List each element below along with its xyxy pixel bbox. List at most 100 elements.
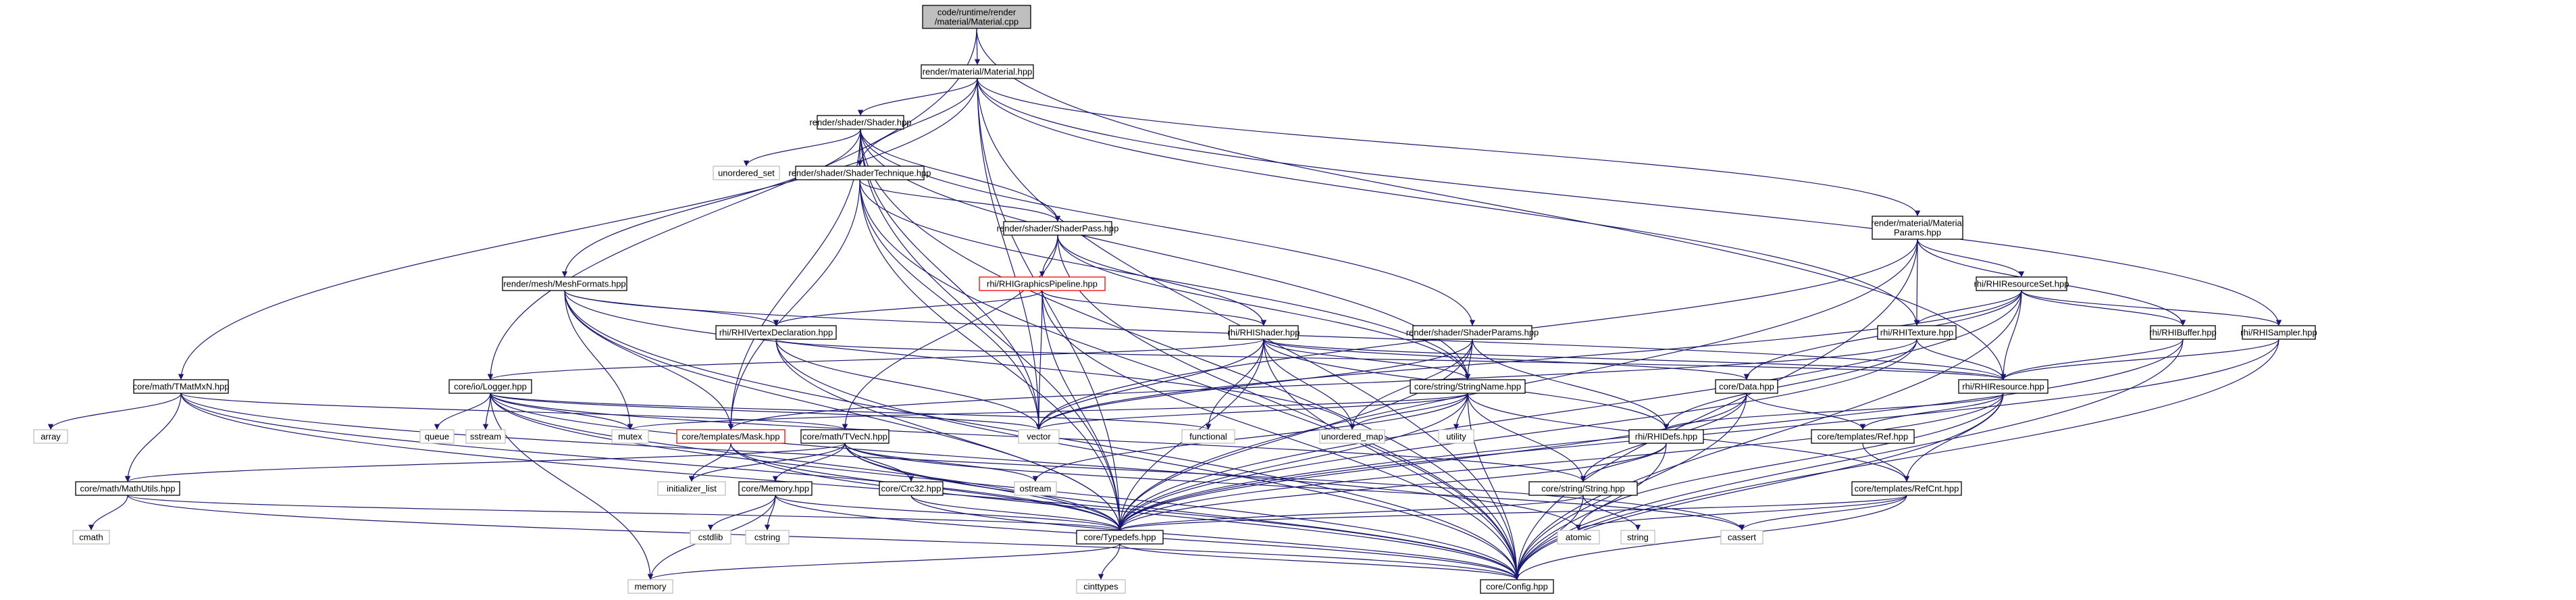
edge-gfxpipeline-to-vertexdecl bbox=[773, 290, 1043, 326]
node-typedefs[interactable]: core/Typedefs.hpp bbox=[1076, 530, 1164, 545]
node-label: core/templates/Ref.hpp bbox=[1818, 432, 1908, 442]
node-shaderparams[interactable]: render/shader/ShaderParams.hpp bbox=[1406, 325, 1539, 340]
node-logger[interactable]: core/io/Logger.hpp bbox=[448, 379, 532, 394]
node-label: core/math/MathUtils.hpp bbox=[80, 484, 176, 494]
node-ostream: ostream bbox=[1014, 481, 1057, 496]
node-stringname[interactable]: core/string/StringName.hpp bbox=[1410, 379, 1526, 394]
node-functional: functional bbox=[1181, 429, 1235, 444]
node-root[interactable]: code/runtime/render/material/Material.cp… bbox=[922, 5, 1031, 29]
node-label: memory bbox=[635, 582, 667, 592]
node-config[interactable]: core/Config.hpp bbox=[1480, 579, 1554, 594]
node-rhiresource[interactable]: rhi/RHIResource.hpp bbox=[1958, 379, 2049, 394]
node-label: core/math/TMatMxN.hpp bbox=[132, 382, 229, 392]
node-tvecn[interactable]: core/math/TVecN.hpp bbox=[800, 429, 890, 444]
node-data[interactable]: core/Data.hpp bbox=[1715, 379, 1778, 394]
edge-rhidefs-to-typedefs bbox=[1116, 443, 1667, 531]
edge-rhishader-to-config bbox=[1263, 339, 1520, 580]
edge-tvecn-to-ostream bbox=[844, 443, 1039, 482]
node-ref[interactable]: core/templates/Ref.hpp bbox=[1811, 429, 1915, 444]
node-rhidefs[interactable]: rhi/RHIDefs.hpp bbox=[1628, 429, 1704, 444]
node-box bbox=[715, 325, 837, 340]
node-rhibuffer[interactable]: rhi/RHIBuffer.hpp bbox=[2149, 325, 2217, 340]
edge-typedefs-to-cinttypes bbox=[1098, 543, 1120, 580]
edge-mathutils-to-config bbox=[127, 495, 1520, 580]
edge-rhiresource-to-rhidefs bbox=[1663, 393, 2004, 430]
node-box bbox=[1480, 579, 1554, 594]
node-crc32[interactable]: core/Crc32.hpp bbox=[879, 481, 944, 496]
node-label: rhi/RHIShader.hpp bbox=[1228, 328, 1300, 338]
edge-string_hpp-to-typedefs bbox=[1117, 495, 1584, 531]
node-material_hpp[interactable]: render/material/Material.hpp bbox=[921, 64, 1034, 79]
node-box bbox=[1528, 481, 1638, 496]
node-label: cmath bbox=[79, 532, 103, 543]
node-label: /material/Material.cpp bbox=[935, 17, 1019, 27]
edge-memory_hpp-to-typedefs bbox=[775, 495, 1123, 531]
node-shadertech[interactable]: render/shader/ShaderTechnique.hpp bbox=[788, 166, 931, 180]
edge-shaderparams-to-vector bbox=[1035, 339, 1473, 430]
node-cinttypes: cinttypes bbox=[1076, 579, 1126, 594]
node-box bbox=[745, 530, 790, 545]
edge-refcnt-to-config bbox=[1514, 495, 1907, 580]
edge-vertexdecl-to-typedefs bbox=[775, 339, 1123, 531]
node-label: functional bbox=[1189, 432, 1227, 442]
node-label: core/Memory.hpp bbox=[742, 484, 809, 494]
edge-stringname-to-string_hpp bbox=[1467, 393, 1587, 482]
edge-rhishader-to-data bbox=[1263, 339, 1749, 380]
node-label: core/templates/RefCnt.hpp bbox=[1855, 484, 1959, 494]
node-box bbox=[75, 481, 180, 496]
node-rhisampler[interactable]: rhi/RHISampler.hpp bbox=[2240, 325, 2317, 340]
node-rhishader[interactable]: rhi/RHIShader.hpp bbox=[1228, 325, 1300, 340]
node-vertexdecl[interactable]: rhi/RHIVertexDeclaration.hpp bbox=[715, 325, 837, 340]
edge-stringname-to-config bbox=[1467, 393, 1520, 580]
edge-tvecn-to-crc32 bbox=[844, 443, 915, 482]
node-tmatmxn[interactable]: core/math/TMatMxN.hpp bbox=[132, 379, 230, 394]
node-box bbox=[1715, 379, 1778, 394]
edge-tvecn-to-memory_hpp bbox=[772, 443, 846, 482]
node-init_list: initializer_list bbox=[657, 481, 726, 496]
node-shaderpass[interactable]: render/shader/ShaderPass.hpp bbox=[997, 221, 1119, 236]
node-box bbox=[922, 5, 1031, 29]
edge-gfxpipeline-to-vector bbox=[1035, 290, 1043, 430]
node-refcnt[interactable]: core/templates/RefCnt.hpp bbox=[1851, 481, 1962, 496]
node-string_hpp[interactable]: core/string/String.hpp bbox=[1528, 481, 1638, 496]
node-mask[interactable]: core/templates/Mask.hpp bbox=[676, 429, 785, 444]
node-box bbox=[795, 166, 925, 180]
node-label: initializer_list bbox=[667, 484, 717, 494]
edge-rhiresource-to-ref bbox=[1859, 393, 2004, 430]
node-queue: queue bbox=[419, 429, 455, 444]
node-gfxpipeline[interactable]: rhi/RHIGraphicsPipeline.hpp bbox=[979, 276, 1106, 291]
node-box bbox=[1410, 379, 1526, 394]
node-shader_hpp[interactable]: render/shader/Shader.hpp bbox=[809, 115, 912, 130]
node-memory_hpp[interactable]: core/Memory.hpp bbox=[738, 481, 813, 496]
node-box bbox=[1076, 530, 1164, 545]
node-label: core/Data.hpp bbox=[1719, 382, 1774, 392]
edge-tmatmxn-to-typedefs bbox=[180, 393, 1123, 531]
node-resourceset[interactable]: rhi/RHIResourceSet.hpp bbox=[1974, 276, 2069, 291]
node-label: core/Typedefs.hpp bbox=[1084, 532, 1156, 543]
node-box bbox=[713, 166, 780, 180]
node-label: unordered_map bbox=[1321, 432, 1383, 442]
edge-material_hpp-to-typedefs bbox=[977, 78, 1123, 531]
node-mutex: mutex bbox=[611, 429, 649, 444]
edge-rhitexture-to-rhiresource bbox=[1916, 339, 2007, 380]
edge-tvecn-to-mathutils bbox=[125, 443, 846, 482]
node-box bbox=[817, 115, 904, 130]
node-label: ostream bbox=[1020, 484, 1052, 494]
edge-shader_hpp-to-shaderparams bbox=[860, 128, 1476, 326]
node-label: core/math/TVecN.hpp bbox=[802, 432, 887, 442]
node-label: mutex bbox=[618, 432, 642, 442]
node-box bbox=[921, 64, 1034, 79]
edge-logger-to-typedefs bbox=[490, 393, 1123, 531]
edge-shader_hpp-to-meshformats bbox=[561, 128, 861, 278]
node-box bbox=[611, 429, 649, 444]
node-box bbox=[1872, 216, 1963, 240]
node-box bbox=[465, 429, 506, 444]
edge-stringname-to-ostream bbox=[1032, 393, 1468, 482]
node-mathutils[interactable]: core/math/MathUtils.hpp bbox=[75, 481, 180, 496]
edge-rhishader-to-functional bbox=[1205, 339, 1264, 430]
edge-shader_hpp-to-shaderpass bbox=[860, 128, 1061, 222]
graph-nodes: code/runtime/render/material/Material.cp… bbox=[33, 5, 2317, 594]
node-meshformats[interactable]: render/mesh/MeshFormats.hpp bbox=[502, 276, 627, 291]
node-rhitexture[interactable]: rhi/RHITexture.hpp bbox=[1877, 325, 1957, 340]
